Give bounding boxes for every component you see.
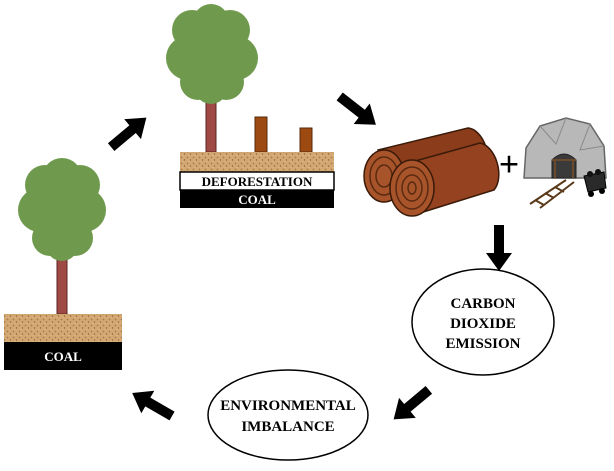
left-coal-layer xyxy=(4,342,122,370)
top-trunk xyxy=(205,95,217,153)
arrow-imbalance-to-left xyxy=(125,381,179,428)
left-soil xyxy=(4,314,122,342)
top-coal-label: COAL xyxy=(238,192,276,207)
logs-icon xyxy=(363,127,500,217)
coal-mine-icon xyxy=(523,117,607,209)
carbon-label-line1: CARBON xyxy=(450,296,515,312)
arrow-carbon-to-imbalance xyxy=(385,379,438,430)
left-tree-canopy xyxy=(18,158,106,261)
top-soil xyxy=(180,152,334,172)
carbon-label-line2: DIOXIDE xyxy=(450,316,516,332)
left-landscape: COAL xyxy=(4,158,122,370)
stump-2 xyxy=(299,127,313,153)
left-coal-label: COAL xyxy=(44,349,82,364)
imbalance-label-line2: IMBALANCE xyxy=(241,419,334,435)
arrow-top-to-logs xyxy=(331,86,384,136)
top-landscape: DEFORESTATION COAL xyxy=(166,4,335,208)
top-tree-canopy xyxy=(166,4,258,104)
arrow-left-to-top xyxy=(102,107,155,158)
top-coal-layer xyxy=(180,190,334,208)
arrow-down-to-carbon xyxy=(486,225,512,271)
carbon-dioxide-node: CARBON DIOXIDE EMISSION xyxy=(411,268,555,376)
carbon-label-line3: EMISSION xyxy=(445,336,520,352)
environmental-imbalance-node: ENVIRONMENTAL IMBALANCE xyxy=(207,369,369,461)
imbalance-label-line1: ENVIRONMENTAL xyxy=(220,398,356,414)
stump-1 xyxy=(254,116,268,153)
deforestation-label: DEFORESTATION xyxy=(202,174,313,189)
plus-symbol: + xyxy=(499,144,520,184)
